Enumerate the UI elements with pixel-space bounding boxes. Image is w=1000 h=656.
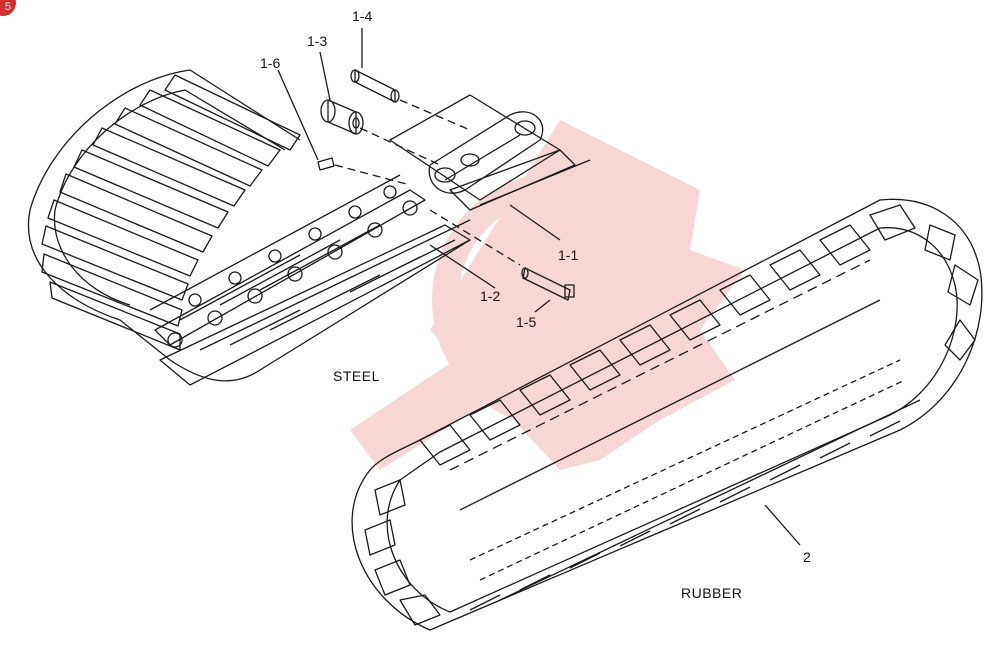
detached-link-assembly: [389, 94, 591, 211]
steel-track: [27, 28, 591, 386]
grouser-plates: [41, 74, 301, 351]
callout-1-4: 1-4: [352, 8, 373, 24]
callout-1-5: 1-5: [516, 314, 537, 330]
seal-1-6: [317, 157, 335, 171]
page-number-badge: 5: [0, 0, 16, 16]
callout-2: 2: [803, 549, 811, 565]
rubber-caption: RUBBER: [681, 585, 743, 601]
callout-1-3: 1-3: [307, 33, 328, 49]
rubber-track-lugs: [364, 204, 979, 626]
steel-caption: STEEL: [333, 368, 380, 384]
page-number: 5: [4, 1, 11, 13]
bushing-1-3: [320, 99, 364, 135]
callout-1-6: 1-6: [260, 55, 281, 71]
callout-1-2: 1-2: [480, 288, 501, 304]
callout-1-1: 1-1: [558, 247, 579, 263]
pin-1-4: [350, 69, 400, 103]
track-link-chain: [149, 174, 426, 348]
pin-1-5: [521, 267, 575, 301]
watermark-logo: [350, 120, 745, 470]
rubber-track: [351, 198, 983, 631]
